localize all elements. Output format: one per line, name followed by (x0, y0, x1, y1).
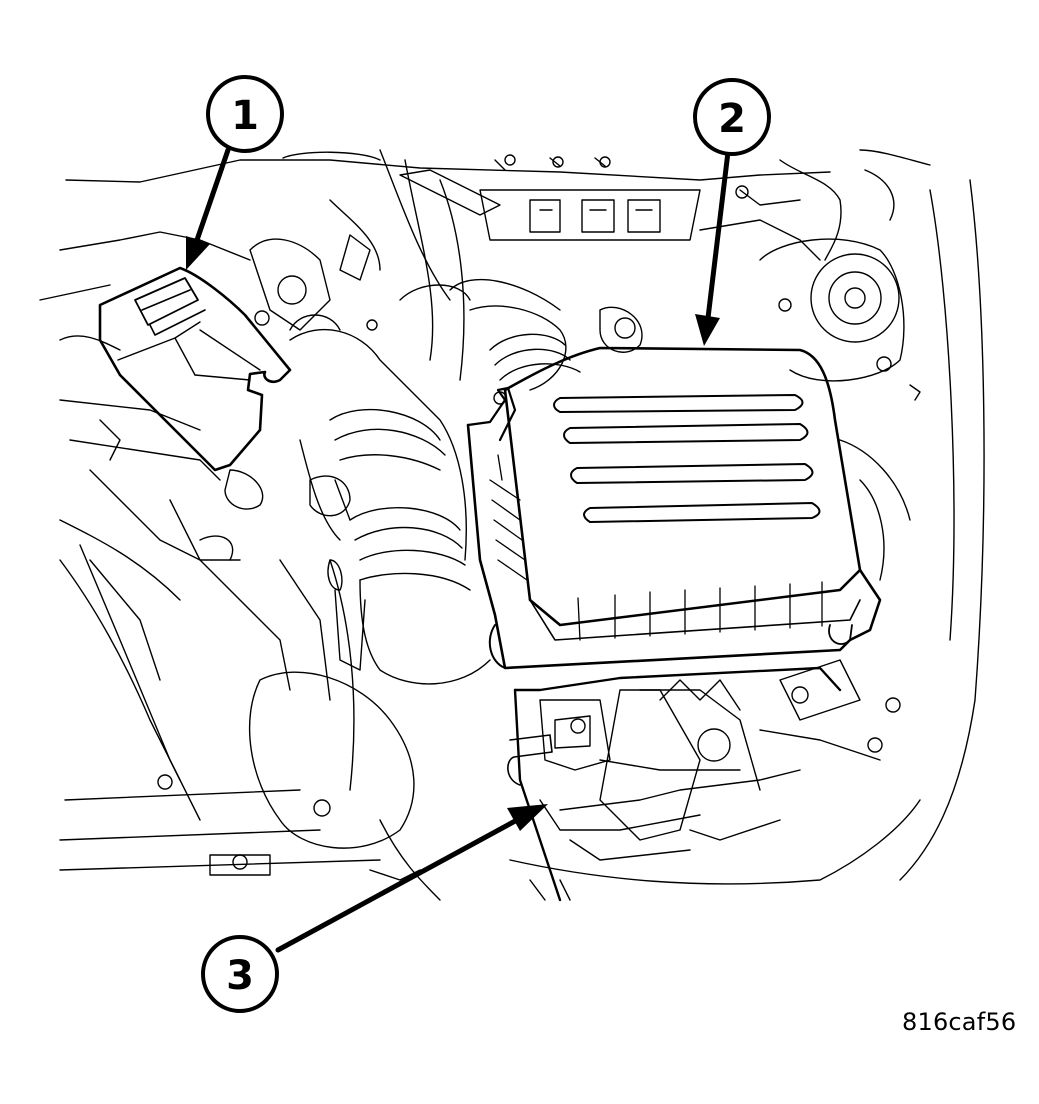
callout-3: 3 (201, 935, 279, 1013)
leader-arrow-1 (194, 147, 231, 243)
intake-duct (289, 305, 581, 685)
leader-arrow-3 (275, 817, 520, 953)
callout-2: 2 (693, 78, 771, 156)
battery (507, 666, 842, 902)
callout-number-3: 3 (226, 953, 254, 999)
leader-arrows (194, 147, 731, 953)
air-cleaner-housing (466, 346, 882, 670)
callout-1: 1 (206, 75, 284, 153)
leader-arrow-2 (705, 149, 731, 321)
cover (98, 266, 292, 472)
arrowhead-3 (507, 804, 548, 831)
figure-id-label: 816caf56 (902, 1008, 1017, 1036)
callout-number-2: 2 (718, 96, 746, 142)
engine-bay-background (39, 149, 985, 901)
arrowhead-1 (186, 236, 210, 270)
arrowhead-2 (695, 314, 720, 346)
callout-number-1: 1 (231, 93, 259, 139)
